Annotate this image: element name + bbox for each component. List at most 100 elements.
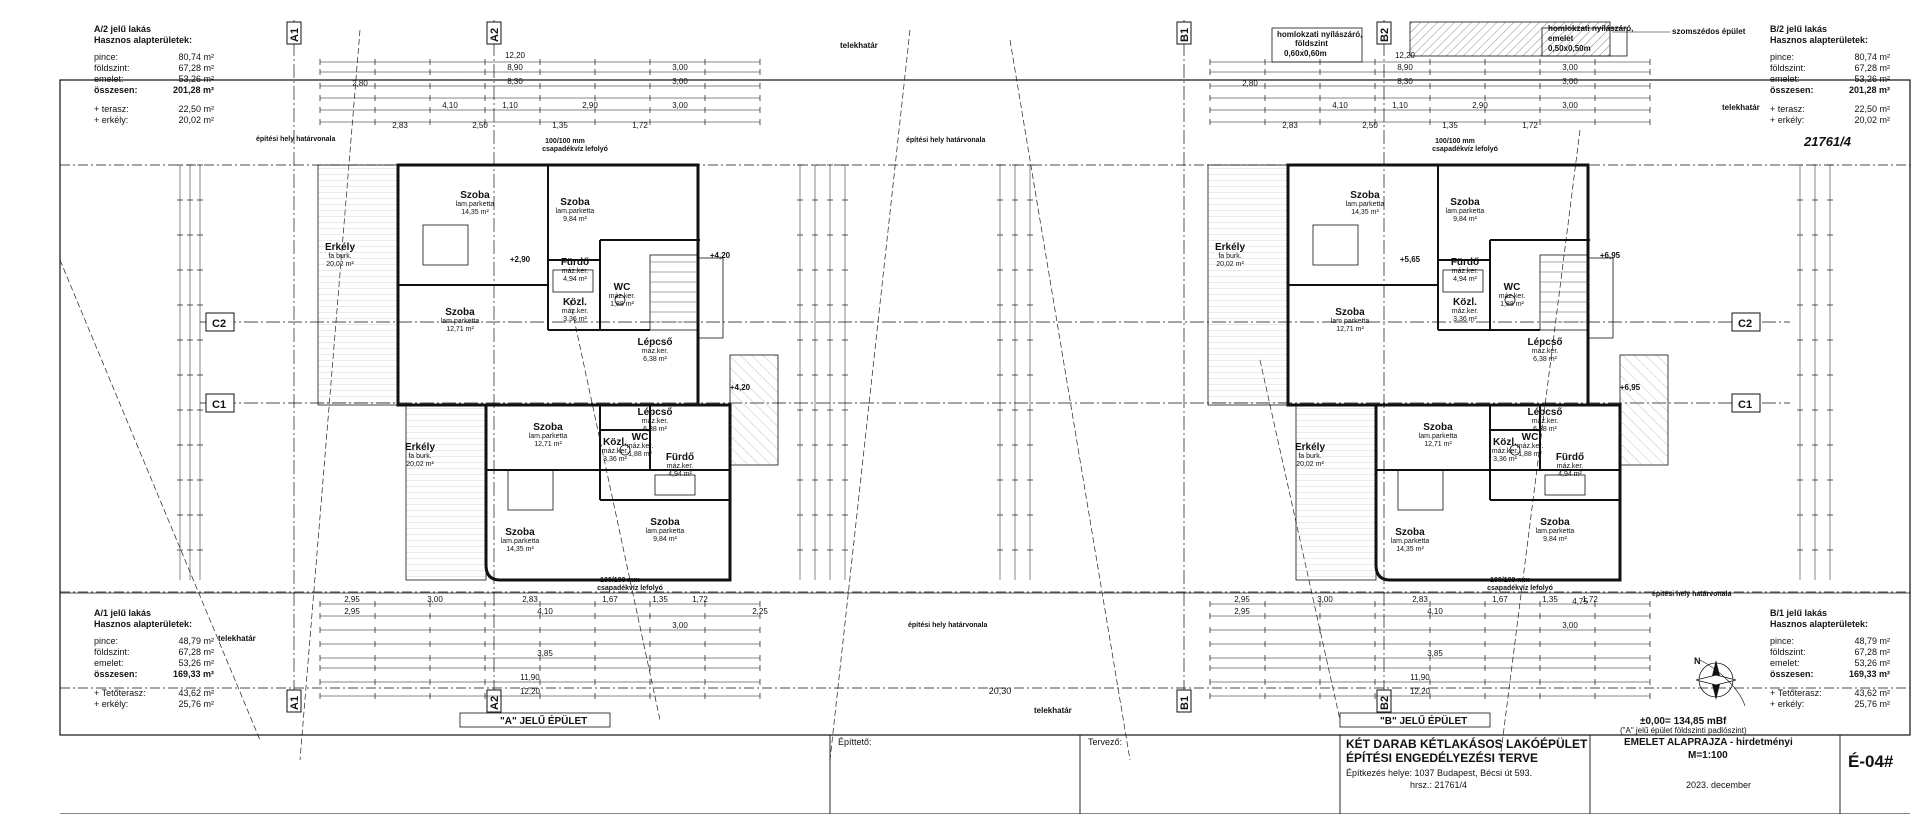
stair-landing (697, 257, 724, 339)
dim-value: 8,30 (1397, 77, 1413, 86)
area-value: 67,28 m² (1854, 63, 1890, 73)
room-area: 12,71 m² (534, 441, 562, 448)
window-note-1-line1: homlokzati nyílászáró, (1277, 30, 1362, 39)
area-value: 67,28 m² (1854, 647, 1890, 657)
stair-upper (1539, 254, 1589, 331)
dim-value: 2,50 (1362, 121, 1378, 130)
drain-note: csapadékvíz lefolyó (597, 585, 663, 592)
area-label: emelet: (94, 658, 124, 668)
elevation-note: ("A" jelű épület földszinti padlószint) (1620, 726, 1747, 735)
area-label: pince: (94, 636, 119, 646)
window-note-2-line3: 0,50x0,50m (1548, 44, 1591, 53)
drain-note: csapadékvíz lefolyó (1432, 146, 1498, 153)
room-name: Lépcső (1527, 407, 1562, 418)
balcony-upper (1207, 164, 1289, 406)
dim-value: 11,90 (1410, 673, 1430, 682)
area-label: földszint: (1770, 647, 1806, 657)
dim-value: 1,10 (502, 101, 518, 110)
area-value: 53,26 m² (1854, 74, 1890, 84)
dim-value: 4,10 (1332, 101, 1348, 110)
dim-value: 3,00 (427, 595, 443, 604)
area-label: + terasz: (1770, 104, 1805, 114)
room-finish: máz.ker. (1499, 293, 1526, 300)
room-name: WC (1522, 432, 1539, 443)
dim-value: 1,72 (692, 595, 708, 604)
room-area: 12,71 m² (446, 326, 474, 333)
area-label: + erkély: (1770, 115, 1805, 125)
dim-value: 20,30 (989, 686, 1012, 696)
room-area: 3,36 m² (1453, 316, 1477, 323)
room-name: Fürdő (1451, 257, 1479, 268)
room-name: Szoba (460, 190, 490, 201)
area-table-title: A/2 jelű lakás (94, 24, 152, 34)
area-label: + Tetőterasz: (94, 688, 146, 698)
dim-value: 1,35 (652, 595, 668, 604)
dim-value: 3,00 (672, 63, 688, 72)
toilet-icon (1504, 294, 1516, 306)
room-area: 4,94 m² (1453, 276, 1477, 283)
room-finish: lam.parketta (556, 208, 595, 215)
dim-value: 3,85 (1427, 649, 1443, 658)
room-area: 20,02 m² (406, 461, 434, 468)
dim-value: 3,00 (1317, 595, 1333, 604)
area-value: 53,26 m² (178, 658, 214, 668)
room-finish: máz.ker. (1532, 348, 1559, 355)
area-table-subtitle: Hasznos alapterületek: (94, 619, 193, 629)
room-area: 3,36 m² (563, 316, 587, 323)
dim-value: 2,95 (1234, 595, 1250, 604)
parcel-label-left: telekhatár (218, 634, 256, 643)
room-finish: fa burk. (1218, 253, 1241, 260)
area-total-label: összesen: (94, 85, 138, 95)
room-name: Szoba (533, 422, 563, 433)
room-name: Szoba (1395, 527, 1425, 538)
room-area: 6,38 m² (1533, 426, 1557, 433)
dim-value: 2,25 (752, 607, 768, 616)
area-total-value: 201,28 m² (1848, 85, 1890, 95)
room-finish: lam.parketta (456, 201, 495, 208)
elevation-datum: ±0,00= 134,85 mBf (1640, 716, 1727, 727)
window-note-1-line2: földszint (1295, 39, 1328, 48)
parcel-label-top-b: telekhatár (1722, 103, 1760, 112)
room-name: Lépcső (1527, 337, 1562, 348)
dim-value: 1,72 (632, 121, 648, 130)
window-note-box-1 (1271, 27, 1363, 63)
room-name: Fürdő (561, 257, 589, 268)
area-label: + Tetőterasz: (1770, 688, 1822, 698)
room-finish: máz.ker. (1452, 308, 1479, 315)
area-total-value: 169,33 m² (172, 669, 214, 679)
area-label: földszint: (1770, 63, 1806, 73)
area-table-b1: B/1 jelű lakás Hasznos alapterületek: pi… (1770, 608, 1890, 710)
room-finish: fa burk. (328, 253, 351, 260)
svg-text:N: N (1694, 656, 1701, 666)
title-block-frame (60, 734, 1910, 814)
axis-b1-bottom: B1 (1179, 696, 1191, 710)
level-mark: +6,95 (1600, 251, 1621, 260)
toilet-icon (614, 294, 626, 306)
room-name: Szoba (1350, 190, 1380, 201)
dim-value: 1,72 (1522, 121, 1538, 130)
dim-value: 8,90 (1397, 63, 1413, 72)
room-name: Szoba (560, 197, 590, 208)
room-name: Közl. (1493, 437, 1517, 448)
room-name: Közl. (603, 437, 627, 448)
axis-a2-top: A2 (489, 28, 501, 42)
room-finish: máz.ker. (602, 448, 629, 455)
room-area: 6,38 m² (643, 426, 667, 433)
room-area: 12,71 m² (1424, 441, 1452, 448)
dim-value: 3,00 (672, 77, 688, 86)
grid-axes (200, 20, 1790, 710)
area-value: 25,76 m² (1854, 699, 1890, 709)
bathtub-icon (1544, 474, 1586, 496)
level-mark: +6,95 (1620, 383, 1641, 392)
dim-value: 12,20 (1410, 687, 1431, 696)
axis-markers (205, 21, 1761, 713)
dim-value: 2,83 (522, 595, 538, 604)
area-value: 43,62 m² (1854, 688, 1890, 698)
dim-value: 1,67 (1492, 595, 1508, 604)
room-area: 3,36 m² (1493, 456, 1517, 463)
area-label: + erkély: (94, 699, 129, 709)
dim-value: 12,20 (1395, 51, 1416, 60)
room-area: 1,88 m² (610, 301, 634, 308)
room-name: Szoba (1335, 307, 1365, 318)
